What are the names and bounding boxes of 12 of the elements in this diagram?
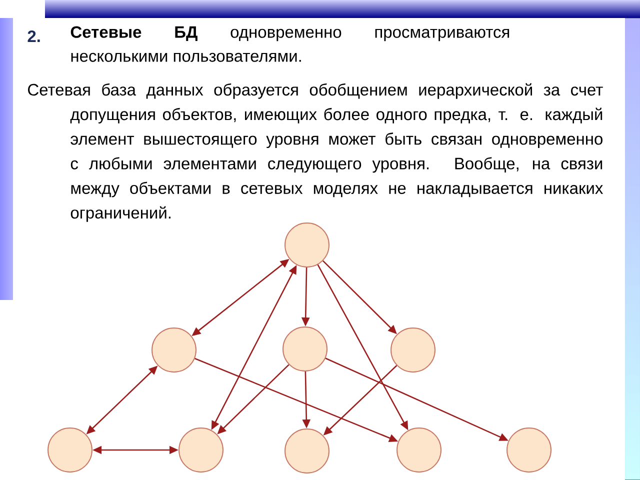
circle-node: [152, 328, 196, 372]
heading-text: Сетевые БД одновременно просматриваются несколькими пользователями.: [70, 26, 510, 62]
circle-node: [390, 328, 436, 372]
circle-node: [282, 326, 328, 372]
circle-node: [396, 428, 442, 472]
circle-node: [284, 222, 330, 268]
circle-node: [178, 428, 224, 472]
circle-node: [284, 428, 330, 474]
paragraph-text: Сетевая база данных образуется обобщением иерархической за счет допущения объектов, имеющих более одного предка, т. е. каждый элемент вышестоящего уровня может быть связан одновременно с любыми элементами следующего уровня. Вообще, на связи между объектами в сетевых моделях не накладывается никаких ограничений.: [28, 83, 604, 222]
circle-node: [506, 428, 552, 472]
item-number: 2.: [28, 30, 40, 42]
circle-node: [48, 428, 92, 472]
